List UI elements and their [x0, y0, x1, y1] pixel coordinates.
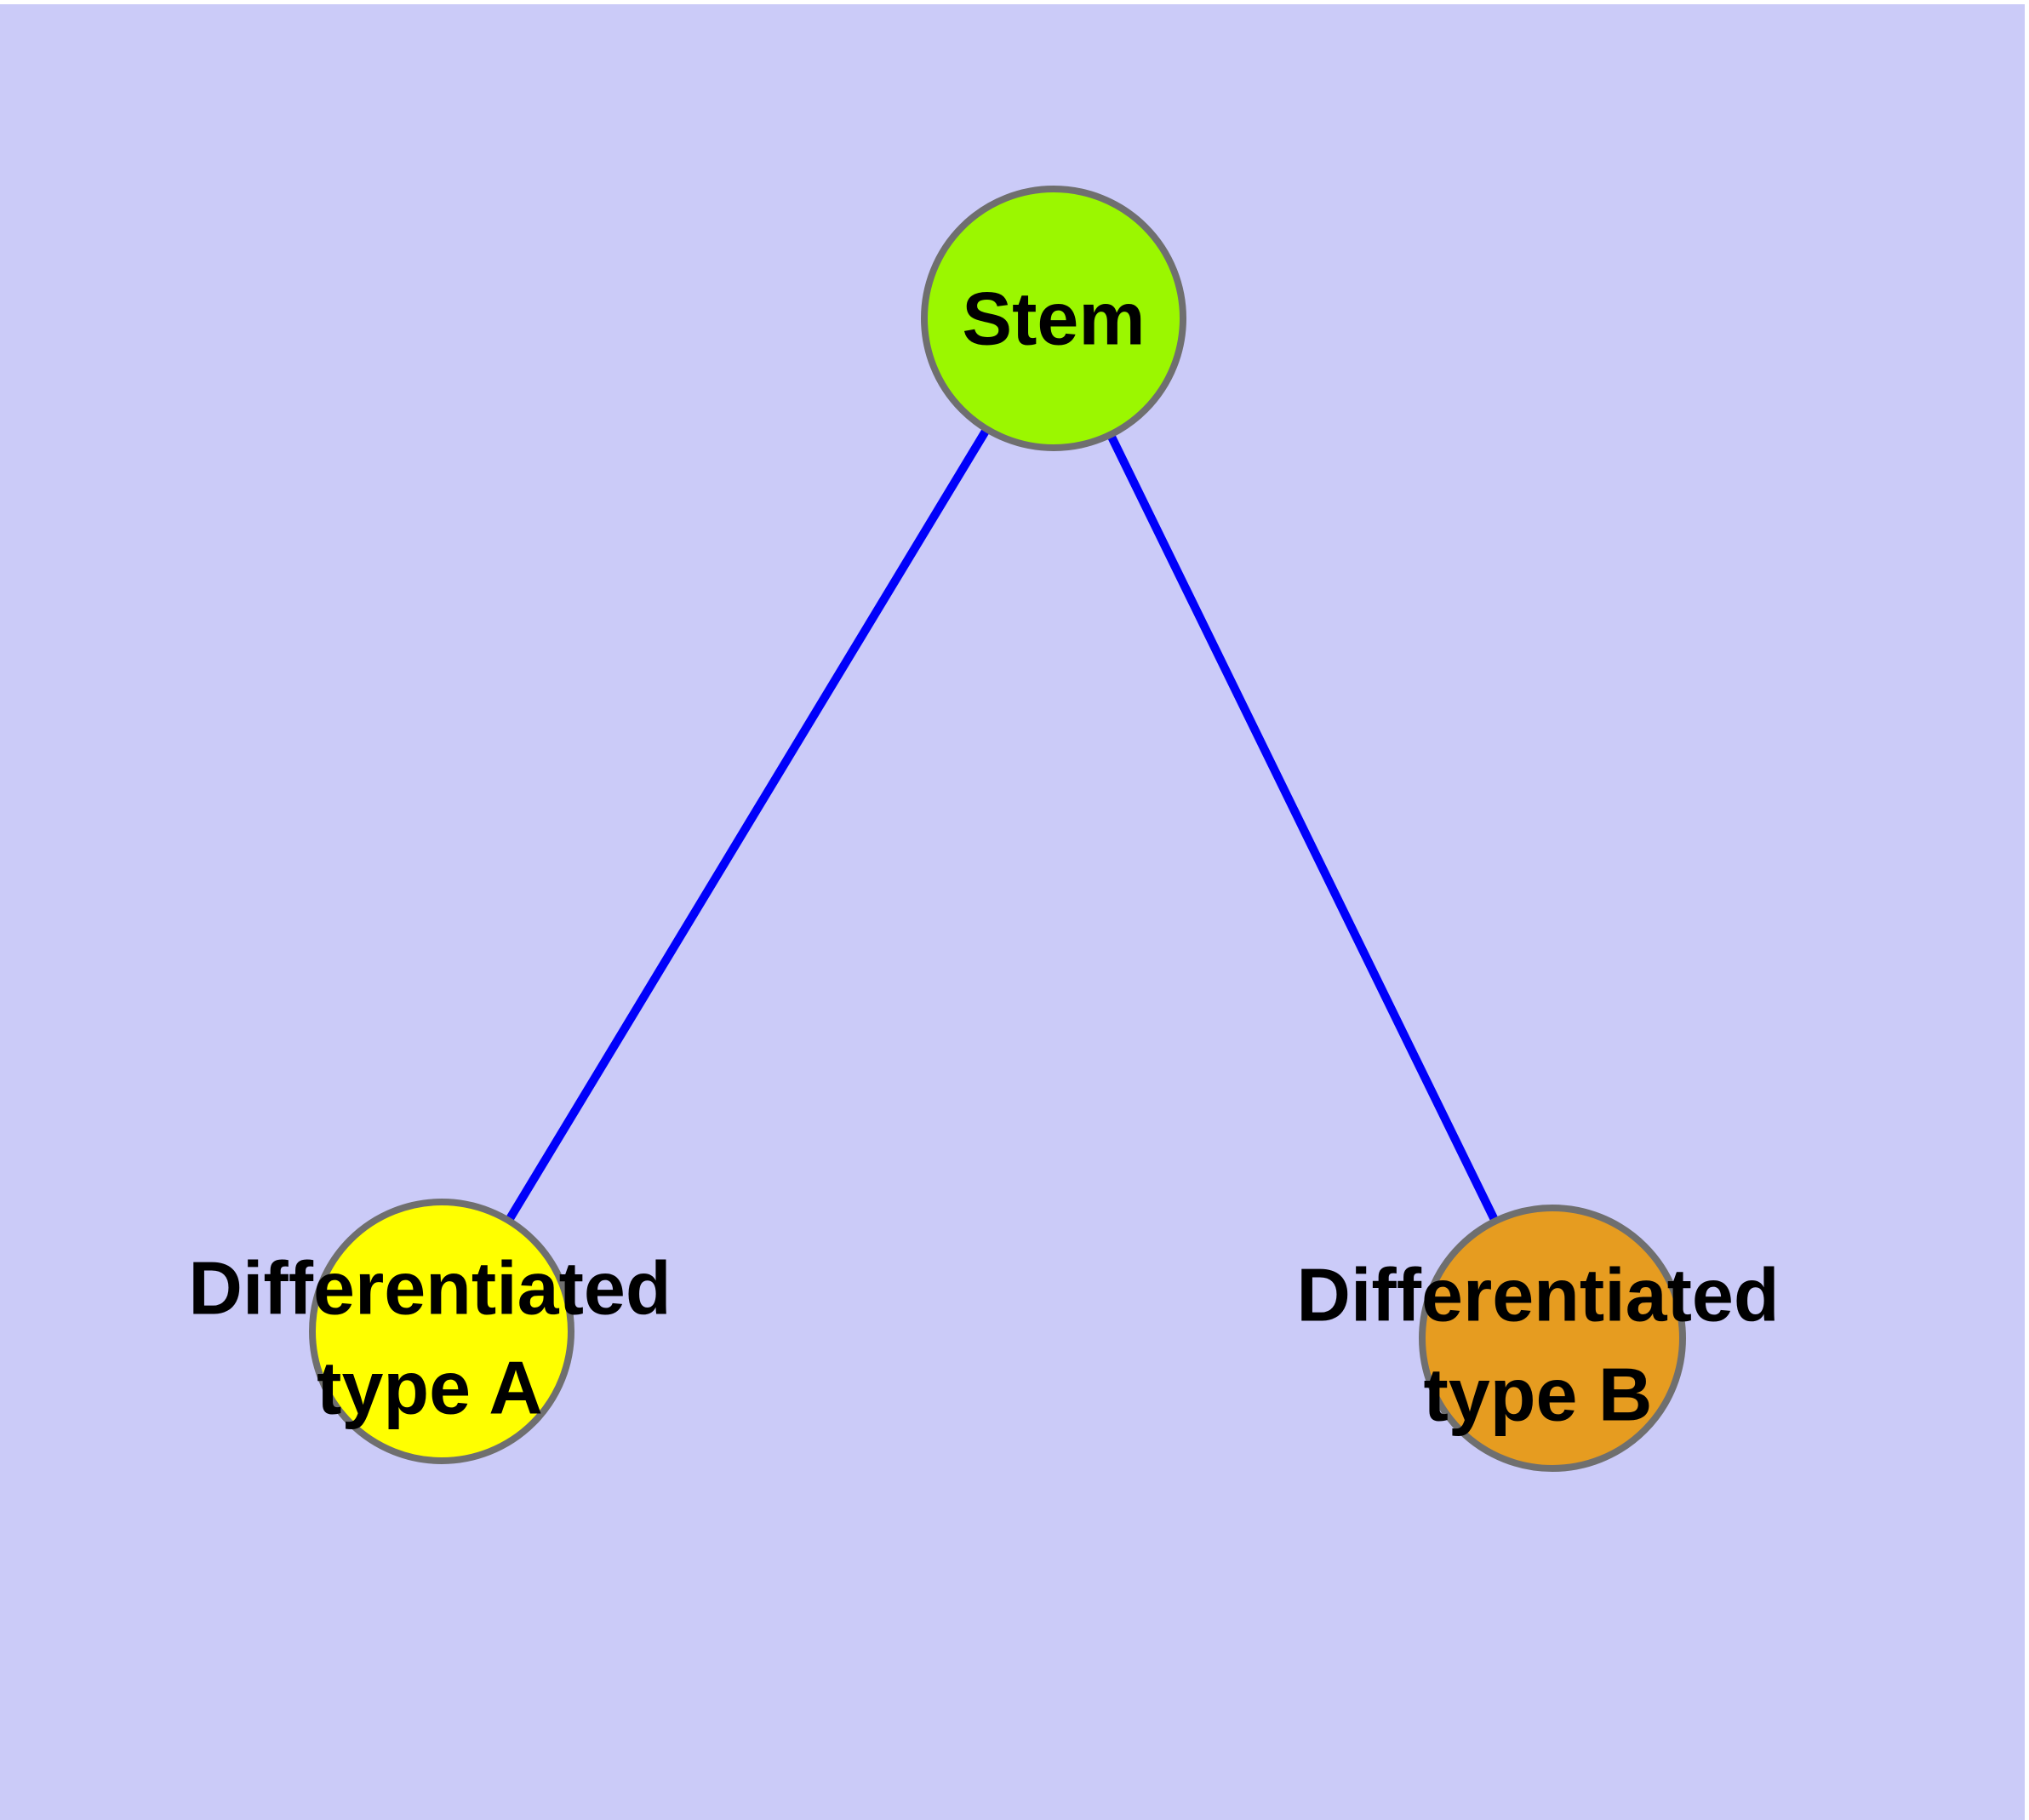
node-stem-label: Stem: [962, 277, 1145, 361]
node-differentiated-type-a: [309, 1199, 574, 1464]
node-differentiated-type-b-label-line1: Differentiated: [1296, 1253, 1779, 1337]
node-differentiated-type-a-label-line2: type A: [317, 1346, 543, 1430]
edge-stem-to-type-b: [1049, 316, 1557, 1341]
node-differentiated-type-a-label-line1: Differentiated: [188, 1246, 671, 1331]
node-stem: [921, 186, 1186, 451]
edge-stem-to-type-a: [437, 316, 1058, 1334]
node-differentiated-type-b-label-line2: type B: [1424, 1353, 1653, 1437]
node-differentiated-type-b: [1419, 1205, 1686, 1472]
